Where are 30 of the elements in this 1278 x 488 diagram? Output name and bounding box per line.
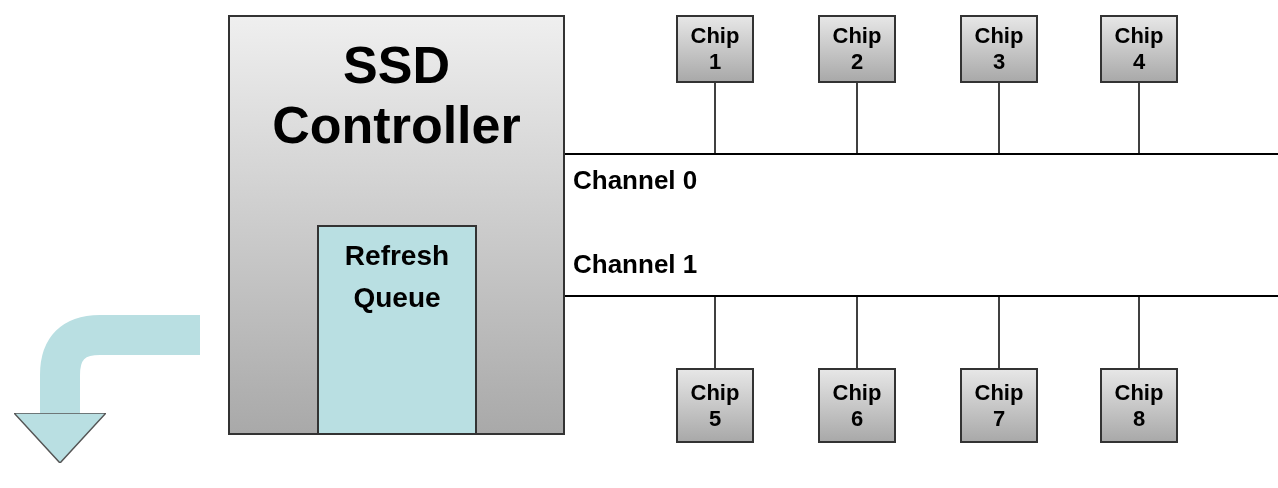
connector-line bbox=[998, 295, 1000, 369]
connector-line bbox=[998, 82, 1000, 155]
chip-box bbox=[960, 15, 1038, 83]
chip-label: Chip 7 bbox=[973, 379, 1025, 432]
chip-label: Chip 5 bbox=[689, 379, 741, 432]
queue-label: Refresh Queue bbox=[343, 239, 451, 315]
chip-box bbox=[676, 15, 754, 83]
queue-box bbox=[317, 225, 477, 435]
chip-label: Chip 4 bbox=[1113, 23, 1165, 75]
chip-box bbox=[1100, 15, 1178, 83]
channel-label: Channel 0 bbox=[573, 165, 698, 196]
chip-label: Chip 6 bbox=[831, 379, 883, 432]
connector-line bbox=[714, 295, 716, 369]
connector-line bbox=[856, 82, 858, 155]
chip-label: Chip 2 bbox=[831, 23, 883, 75]
chip-box bbox=[676, 368, 754, 443]
chip-box bbox=[818, 15, 896, 83]
channel-label: Channel 1 bbox=[573, 249, 698, 280]
chip-label: Chip 3 bbox=[973, 23, 1025, 75]
chip-label: Chip 8 bbox=[1113, 379, 1165, 432]
connector-line bbox=[1138, 295, 1140, 369]
chip-box bbox=[960, 368, 1038, 443]
chip-box bbox=[818, 368, 896, 443]
connector-line bbox=[714, 82, 716, 155]
controller-box bbox=[228, 15, 565, 435]
connector-line bbox=[1138, 82, 1140, 155]
connector-line bbox=[856, 295, 858, 369]
chip-label: Chip 1 bbox=[689, 23, 741, 75]
controller-title: SSD Controller bbox=[271, 35, 522, 155]
chip-box bbox=[1100, 368, 1178, 443]
